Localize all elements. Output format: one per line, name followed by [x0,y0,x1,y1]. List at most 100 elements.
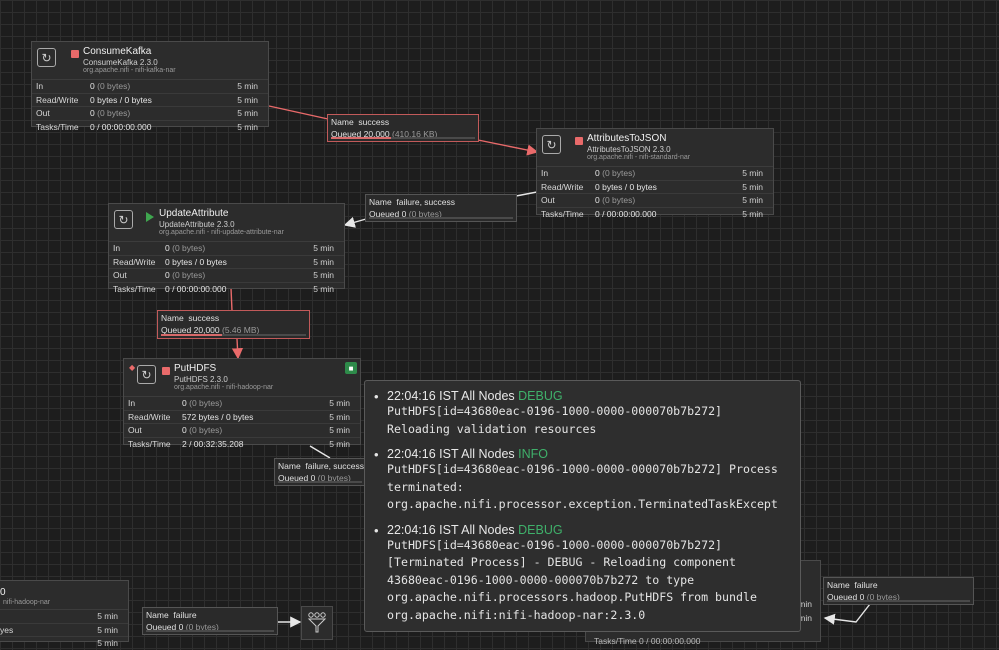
processor-header: ↻ AttributesToJSON AttributesToJSON 2.3.… [537,129,773,167]
stat-period: 5 min [313,243,334,253]
processor-name: ConsumeKafka [83,46,152,57]
stat-period: 5 min [329,425,350,435]
stat-bytes: (0 bytes) [189,425,223,435]
stat-value: 0 / 00:00:00.000 [90,121,152,132]
conn-size: (0 bytes) [408,209,442,219]
connection-success-1[interactable]: Name success Queued 20,000 (410.16 KB) [327,114,479,142]
stat-period: 5 min [329,398,350,408]
stat-label: Out [113,270,127,280]
warning-icon[interactable]: ◆ [129,363,136,372]
stat-row-in: In 0 (0 bytes) 5 min [537,167,773,181]
conn-queued-label: Queued [278,473,309,483]
conn-queued-label: Queued [161,325,192,335]
conn-name-label: Name [146,610,169,620]
stat-row-in: In 0 (0 bytes) 5 min [109,242,344,256]
processor-version: PutHDFS 2.3.0 [174,375,228,384]
processor-name: AttributesToJSON [587,133,667,144]
processor-bundle: org.apache.nifi - nifi-hadoop-nar [174,384,274,391]
funnel[interactable] [301,606,333,640]
stat-bytes: (0 bytes) [602,195,636,205]
stat-row-tasks: Tasks/Time 0 / 00:00:00.000 5 min [109,283,344,296]
stat-bytes: (0 bytes) [602,168,636,178]
bulletin-time: 22:04:16 IST [387,522,459,537]
queue-bar [369,217,513,219]
connection-failure-success-2[interactable]: Name failure, success Queued 0 (0 bytes) [274,458,366,486]
stat-label: Tasks/Time [128,438,171,449]
connection-failure-right[interactable]: Name failure Queued 0 (0 bytes) [823,577,974,605]
stat-label: Out [36,108,50,118]
connection-failure-bottom[interactable]: Name failure Queued 0 (0 bytes) [142,607,278,635]
conn-size: (0 bytes) [185,622,219,632]
bulletin-level: INFO [518,447,548,461]
stat-period: 5 min [97,611,118,621]
queue-bar [146,630,274,632]
processor-version: UpdateAttribute 2.3.0 [159,220,235,229]
stat-row-tasks: Tasks/Time 0 / 00:00:00.000 5 min [537,208,773,221]
queue-bar [827,600,970,602]
stat-value: 0 [182,425,187,435]
stat-row-tasks: Tasks/Time 2 / 00:32:35.208 5 min [124,438,360,451]
stat-period: 5 min [237,94,258,105]
processor-version: ConsumeKafka 2.3.0 [83,58,158,67]
bulletin-tooltip: • 22:04:16 IST All Nodes DEBUG PutHDFS[i… [364,380,801,632]
stat-value: 0 [595,195,600,205]
bulletin-time: 22:04:16 IST [387,389,459,403]
conn-queued-label: Queued [331,129,362,139]
conn-queued: 20,000 [193,325,220,335]
stat-period: 5 min [313,270,334,280]
stat-label: Read/Write [113,256,156,267]
stat-bytes: (0 bytes) [172,270,206,280]
stat-row-out: Out 0 (0 bytes) 5 min [32,107,268,121]
queue-bar [161,334,306,336]
bulletin-item: • 22:04:16 IST All Nodes DEBUG PutHDFS[i… [373,523,800,625]
funnel-icon [307,612,327,633]
processor-icon: ↻ [37,48,56,67]
conn-name: success [358,117,390,127]
processor-name: PutHDFS [174,363,217,374]
processor-bundle: org.apache.nifi - nifi-kafka-nar [83,67,176,74]
conn-queued-label: Queued [369,209,400,219]
processor-bundle: org.apache.nifi - nifi-standard-nar [587,154,691,161]
processor-icon: ↻ [137,365,156,384]
processor-puthdfs[interactable]: ◆ ↻ PutHDFS PutHDFS 2.3.0 org.apache.nif… [123,358,361,449]
stat-row-read-write: Read/Write 0 bytes / 0 bytes 5 min [32,94,268,107]
conn-name: failure [173,610,197,620]
stat-period: 5 min [237,121,258,132]
processor-icon: ↻ [114,210,133,229]
connection-failure-success-1[interactable]: Name failure, success Queued 0 (0 bytes) [365,194,517,222]
bulletin-time: 22:04:16 IST [387,447,459,461]
stat-bytes: (0 bytes) [189,398,223,408]
bulletin-message: PutHDFS[id=43680eac-0196-1000-0000-00007… [387,537,757,622]
conn-name-label: Name [161,313,184,323]
processor-version: AttributesToJSON 2.3.0 [587,145,671,154]
stat-period: 5 min [742,195,763,205]
stat-label: In [36,81,44,91]
stat-row-out: Out 0 (0 bytes) 5 min [124,424,360,438]
bulletin-message: PutHDFS[id=43680eac-0196-1000-0000-00007… [387,462,778,511]
processor-updateattribute[interactable]: ↻ UpdateAttribute UpdateAttribute 2.3.0 … [108,203,345,294]
processor-attributestojson[interactable]: ↻ AttributesToJSON AttributesToJSON 2.3.… [536,128,774,219]
stat-row-out: Out 0 (0 bytes) 5 min [537,194,773,208]
conn-name-label: Name [369,197,392,207]
stat-period: 5 min [329,438,350,449]
running-icon [146,212,154,222]
stat-period: 5 min [237,81,258,91]
stat-period: 5 min [329,411,350,422]
conn-name: failure, success [396,197,456,207]
processor-name: 0 [0,587,6,598]
stat-label: In [128,398,136,408]
processor-consumekafka[interactable]: ↻ ConsumeKafka ConsumeKafka 2.3.0 org.ap… [31,41,269,132]
conn-name: success [188,313,220,323]
stat-tasks-partial: Tasks/Time 0 / 00:00:00.000 [594,636,701,646]
conn-size: (0 bytes) [866,592,900,602]
conn-queued-label: Queued [827,592,858,602]
bulletin-level: DEBUG [518,389,563,403]
bulletin-icon[interactable]: ■ [345,362,357,374]
stat-value: 0 [90,81,95,91]
conn-name-label: Name [827,580,850,590]
processor-header: ↻ UpdateAttribute UpdateAttribute 2.3.0 … [109,204,344,242]
connection-success-2[interactable]: Name success Queued 20,000 (5.46 MB) [157,310,310,339]
stat-row: 5 min [0,610,128,624]
stat-value: 0 / 00:00:00.000 [165,283,227,294]
